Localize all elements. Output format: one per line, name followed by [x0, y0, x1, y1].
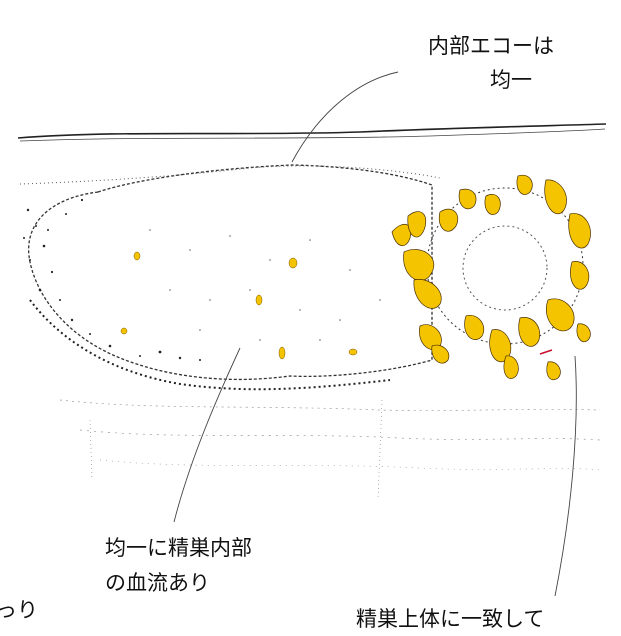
internal-echo-label-line2: 均一	[490, 64, 532, 97]
epididymis-doppler-flow	[392, 175, 591, 380]
testis-doppler-flow	[121, 252, 357, 359]
cut-off-left-label: っり	[0, 594, 38, 627]
leader-line-epididymis	[555, 356, 576, 596]
blood-flow-label-line2: の血流あり	[105, 567, 210, 600]
leader-line-echo	[292, 72, 398, 162]
epididymis-label: 精巣上体に一致して	[356, 603, 544, 636]
internal-echo-label-line1: 内部エコーは	[428, 30, 554, 63]
testis-upper-wall	[20, 166, 440, 184]
left-stipple	[23, 199, 201, 361]
testis-texture	[149, 229, 381, 341]
doppler-red-fleck	[540, 350, 552, 354]
leader-line-flow	[174, 348, 240, 522]
epididymis-inner	[463, 226, 547, 310]
blood-flow-label-line1: 均一に精巣内部	[105, 532, 252, 565]
testis-outline	[29, 165, 432, 379]
lower-texture	[60, 400, 600, 500]
